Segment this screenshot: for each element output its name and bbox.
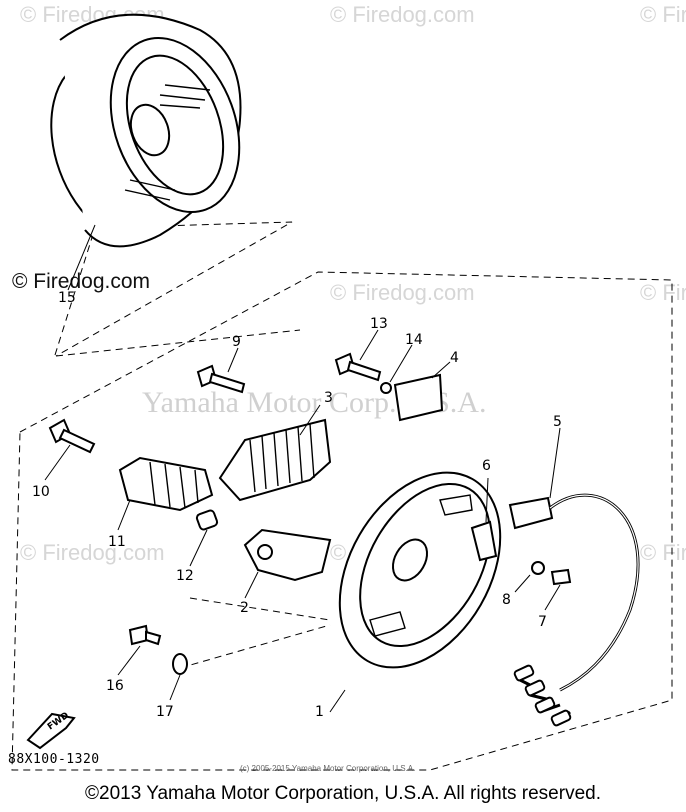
- callout-10: 10: [32, 484, 50, 500]
- callout-8: 8: [502, 592, 511, 608]
- callout-14: 14: [405, 332, 423, 348]
- callout-15: 15: [58, 290, 76, 306]
- callout-4: 4: [450, 350, 459, 366]
- flywheel-rotor: [50, 13, 242, 291]
- watermark-firedog: © Firedog.com: [330, 2, 475, 27]
- callout-3: 3: [324, 390, 333, 406]
- stator-coil: [218, 404, 332, 502]
- callout-2: 2: [240, 600, 249, 616]
- source-coil: [117, 456, 214, 531]
- part-number: 88X100-1320: [8, 752, 100, 767]
- wire-harness: [508, 427, 640, 727]
- watermark-firedog-bold: © Firedog.com: [12, 270, 150, 293]
- callout-5: 5: [553, 414, 562, 430]
- callout-13: 13: [370, 316, 388, 332]
- collar: [189, 509, 219, 567]
- callout-11: 11: [108, 534, 126, 550]
- bracket: [393, 361, 451, 422]
- small-copyright: (c) 2005-2015 Yamaha Motor Corporation, …: [240, 764, 416, 773]
- callout-16: 16: [106, 678, 124, 694]
- washers: [169, 344, 545, 701]
- watermark-firedog: © Firedog.com: [640, 540, 686, 565]
- watermark-firedog: © Firedog.com: [640, 280, 686, 305]
- fwd-arrow-icon: FWD: [26, 711, 76, 750]
- pickup-coil: [243, 528, 332, 599]
- callout-9: 9: [232, 334, 241, 350]
- screws: [44, 329, 382, 676]
- grommet-clamp: [470, 477, 498, 562]
- callout-1: 1: [315, 704, 324, 720]
- callout-12: 12: [176, 568, 194, 584]
- assembly-outline: [11, 221, 673, 771]
- callout-17: 17: [156, 704, 174, 720]
- screw-7: [544, 568, 572, 611]
- footer-copyright: ©2013 Yamaha Motor Corporation, U.S.A. A…: [85, 783, 601, 804]
- stator-base-plate: [329, 471, 502, 713]
- callout-labels: 1 2 3 4 5 6 7 8 9 10 11 12 13 14 15 16 1…: [32, 290, 562, 720]
- watermark-firedog: © Firedog.com: [640, 2, 686, 27]
- callout-6: 6: [482, 458, 491, 474]
- watermark-firedog: © Firedog.com: [20, 540, 165, 565]
- watermark-firedog: © Firedog.com: [330, 280, 475, 305]
- callout-7: 7: [538, 614, 547, 630]
